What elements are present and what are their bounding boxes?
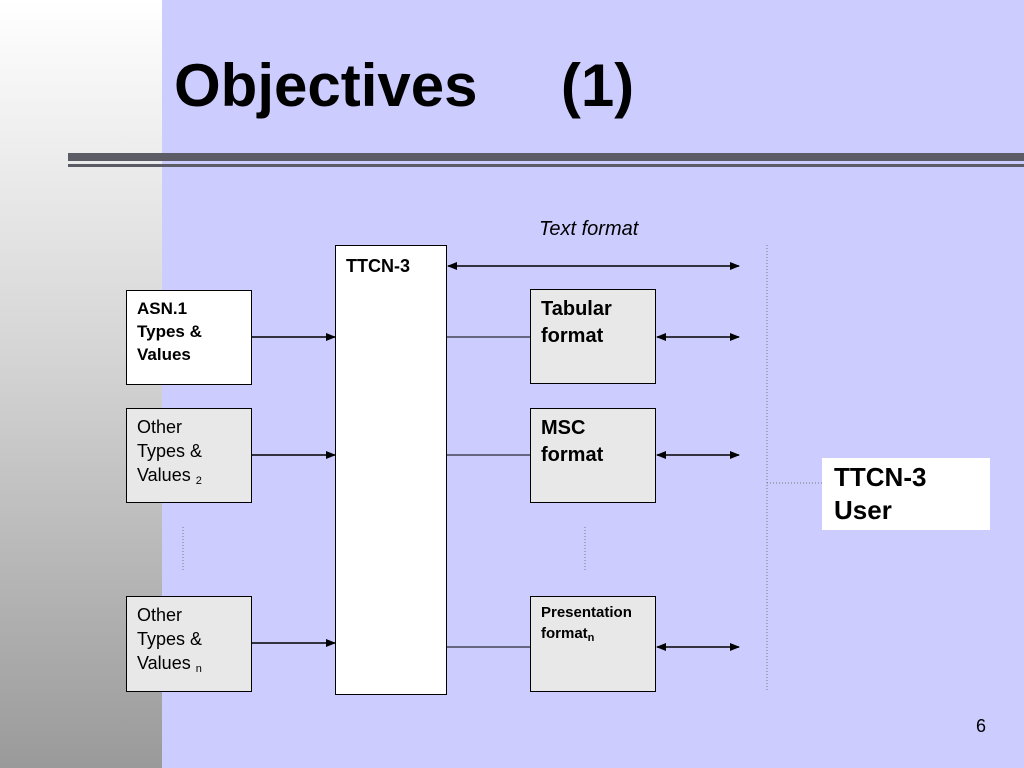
format-box-msc: MSC format: [530, 408, 656, 503]
input-box-other-2-line1: Other: [137, 417, 183, 437]
input-box-asn1-line2: Types &: [137, 322, 202, 341]
input-box-other-n-line1: Other: [137, 605, 183, 625]
ttcn3-user-line1: TTCN-3: [834, 462, 927, 492]
input-box-other-2-line3: Values: [137, 465, 191, 485]
slide-title: Objectives (1): [174, 52, 635, 119]
ttcn3-user-line2: User: [834, 495, 892, 525]
format-box-msc-line2: format: [541, 444, 604, 466]
format-box-presentation: Presentation formatn: [530, 596, 656, 692]
text-format-label: Text format: [539, 218, 639, 240]
input-box-other-2-subscript: 2: [195, 475, 202, 487]
title-rule-thick: [68, 153, 1024, 161]
format-box-msc-line1: MSC: [541, 417, 586, 439]
input-box-other-n-line3: Values: [137, 653, 191, 673]
format-box-presentation-subscript: n: [587, 632, 595, 644]
format-box-tabular: Tabular format: [530, 289, 656, 384]
input-box-other-2: Other Types & Values 2: [126, 408, 252, 503]
input-box-asn1-line1: ASN.1: [137, 299, 188, 318]
ttcn3-user-box: TTCN-3 User: [822, 458, 990, 530]
input-box-other-n-line2: Types &: [137, 629, 203, 649]
title-rule-thin: [68, 164, 1024, 167]
page-number: 6: [976, 716, 987, 736]
ttcn3-box-label: TTCN-3: [346, 256, 410, 276]
format-box-tabular-line1: Tabular: [541, 298, 612, 320]
format-box-tabular-line2: format: [541, 325, 604, 347]
input-box-other-n: Other Types & Values n: [126, 596, 252, 692]
format-box-presentation-line1: Presentation: [541, 604, 632, 621]
ttcn3-box: TTCN-3: [335, 245, 447, 695]
input-box-other-n-subscript: n: [195, 663, 202, 675]
format-box-presentation-line2: format: [541, 625, 588, 642]
input-box-asn1: ASN.1 Types & Values: [126, 290, 252, 385]
input-box-other-2-line2: Types &: [137, 441, 203, 461]
input-box-asn1-line3: Values: [137, 345, 191, 364]
